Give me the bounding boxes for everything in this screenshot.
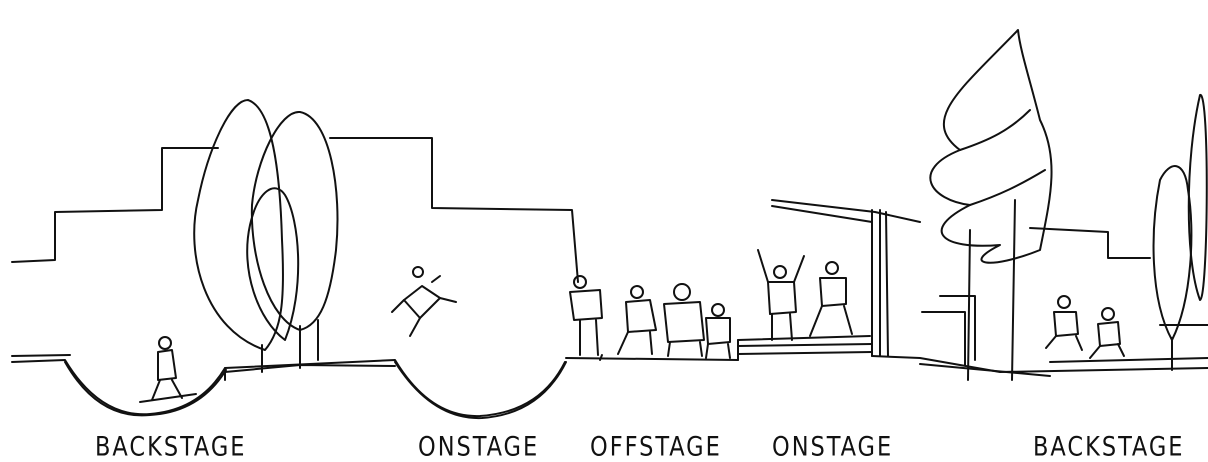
zone-label-offstage: OFFSTAGE (590, 431, 722, 462)
skate-bowl-1 (64, 361, 227, 417)
ground-left (11, 354, 566, 418)
people-group-offstage (569, 275, 731, 359)
skater-figure-1 (139, 336, 197, 403)
zone-label-backstage-right: BACKSTAGE (1033, 431, 1185, 462)
people-group-onstage (757, 249, 853, 341)
building-right (921, 227, 1208, 366)
canopy-structure (771, 199, 921, 357)
tree-far-right (1152, 93, 1208, 371)
ground-right (871, 355, 1208, 377)
tree-right (929, 29, 1053, 381)
skater-figures-right (1045, 295, 1125, 359)
skater-figure-2 (391, 266, 457, 337)
zone-label-onstage-right: ONSTAGE (772, 431, 894, 462)
stage-platform (737, 335, 873, 361)
building-left (11, 137, 579, 283)
zone-label-onstage-left: ONSTAGE (418, 431, 540, 462)
zone-label-backstage-left: BACKSTAGE (95, 431, 247, 462)
ground-center (565, 354, 739, 361)
skate-bowl-2 (394, 361, 567, 420)
tree-cluster-left (193, 99, 339, 373)
